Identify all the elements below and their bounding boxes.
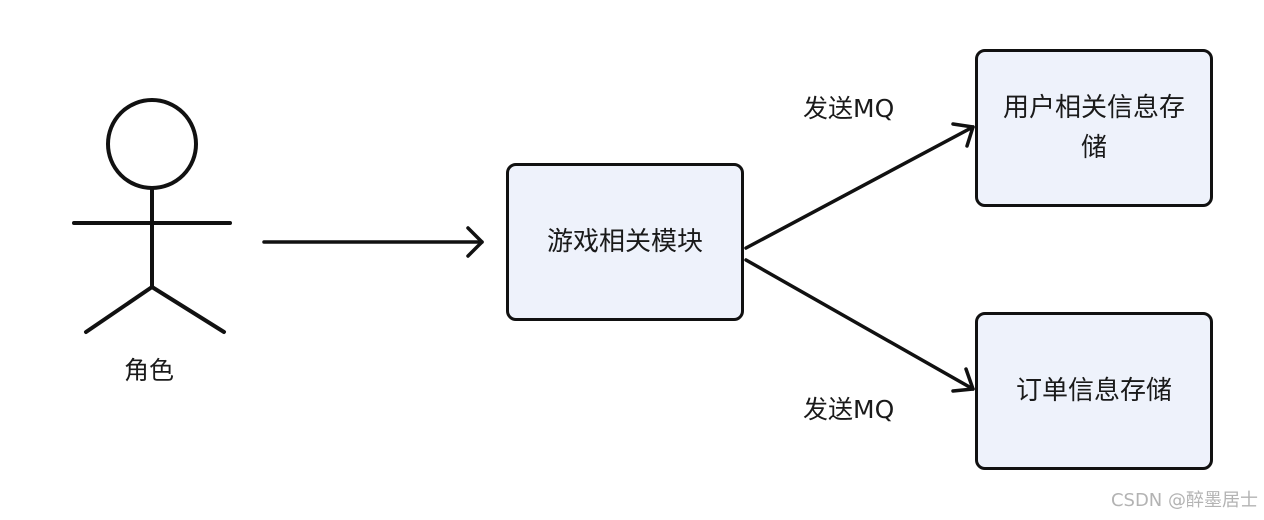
user-storage-node: 用户相关信息存储 <box>975 49 1213 207</box>
arrowhead-icon <box>466 226 484 258</box>
actor-right-leg <box>150 285 226 334</box>
arrow-game-to-order-storage <box>744 258 975 393</box>
edge-label-send-mq-user: 发送MQ <box>803 94 895 123</box>
actor-left-leg <box>84 285 154 334</box>
arrow-actor-to-game <box>262 226 484 258</box>
order-storage-node: 订单信息存储 <box>975 312 1213 470</box>
arrow-game-to-user-storage <box>744 122 975 250</box>
arrowhead-icon <box>951 367 975 393</box>
actor-head <box>106 98 198 190</box>
actor-stick-figure-icon <box>72 98 232 334</box>
edge-label-send-mq-order: 发送MQ <box>803 395 895 424</box>
actor-label: 角色 <box>124 356 175 385</box>
game-module-node: 游戏相关模块 <box>506 163 744 321</box>
arrowhead-icon <box>951 122 975 148</box>
watermark: CSDN @醉墨居士 <box>1110 490 1258 511</box>
